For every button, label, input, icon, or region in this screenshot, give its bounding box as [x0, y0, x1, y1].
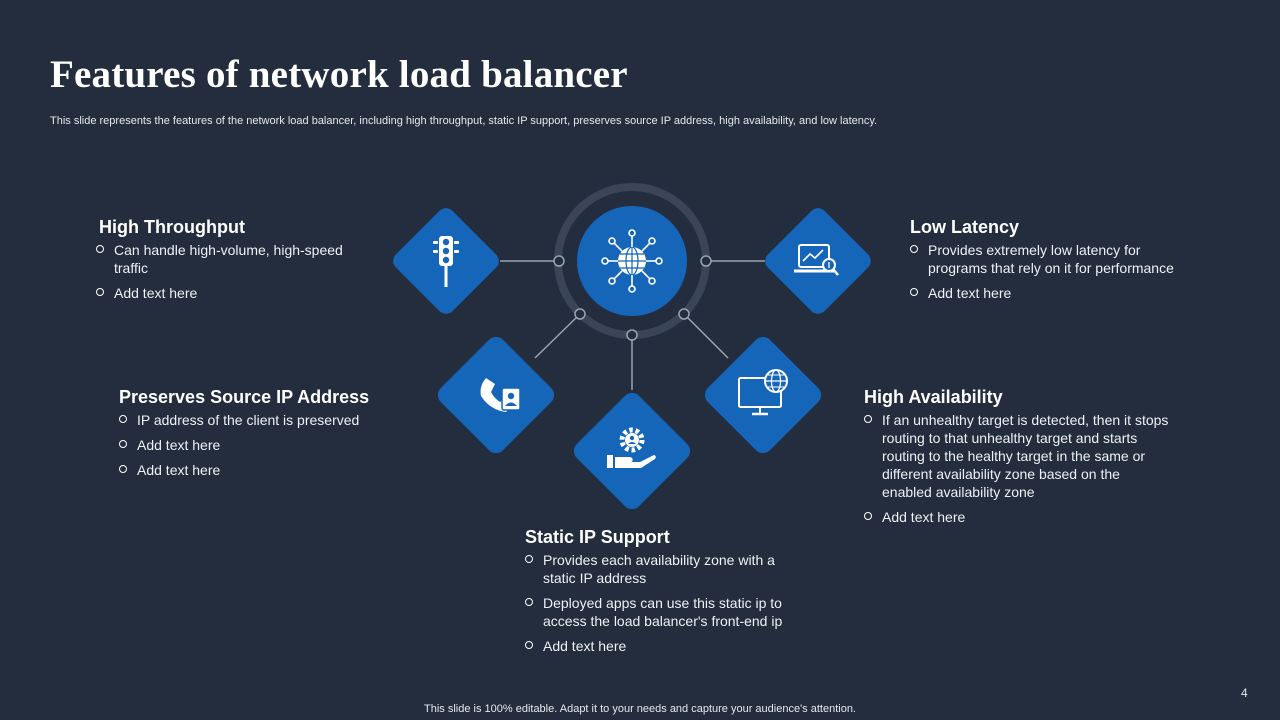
node-dot	[553, 255, 565, 267]
node-dot	[574, 308, 586, 320]
node-dot	[700, 255, 712, 267]
hand-gear-icon	[607, 427, 656, 468]
feature-point: IP address of the client is preserved	[119, 411, 409, 429]
feature-point-text: Add text here	[114, 285, 198, 301]
feature-point-text: IP address of the client is preserved	[137, 412, 360, 428]
bullet-icon	[864, 415, 872, 423]
bullet-icon	[910, 245, 918, 253]
feature-point: Can handle high-volume, high-speed traff…	[96, 241, 376, 277]
feature-point: Add text here	[119, 436, 409, 454]
feature-point: Add text here	[864, 508, 1174, 526]
connector-nodes	[553, 255, 712, 341]
feature-point: Provides extremely low latency for progr…	[910, 241, 1178, 277]
diamond-static-ip	[573, 392, 691, 510]
feature-preserves-ip: Preserves Source IP Address IP address o…	[119, 387, 409, 486]
laptop-chart-icon	[794, 244, 839, 276]
feature-point-text: Can handle high-volume, high-speed traff…	[114, 242, 343, 276]
slide-footer: This slide is 100% editable. Adapt it to…	[424, 703, 856, 715]
diamond-high-throughput	[393, 208, 499, 314]
feature-low-latency: Low Latency Provides extremely low laten…	[910, 217, 1180, 309]
feature-title: High Throughput	[99, 217, 245, 237]
bullet-icon	[119, 415, 127, 423]
feature-point: Add text here	[119, 461, 409, 479]
connectors	[500, 260, 765, 390]
bullet-icon	[525, 555, 533, 563]
connector-preserves-ip	[534, 313, 581, 359]
feature-points: Provides each availability zone with a s…	[525, 551, 815, 655]
diamond-preserves-ip	[437, 336, 555, 454]
feature-point: Add text here	[910, 284, 1180, 302]
feature-point: If an unhealthy target is detected, then…	[864, 411, 1172, 501]
feature-point-text: Provides extremely low latency for progr…	[928, 242, 1174, 276]
page-number: 4	[1241, 686, 1248, 700]
slide-subtitle: This slide represents the features of th…	[50, 115, 878, 127]
feature-point-text: Add text here	[137, 437, 221, 453]
bullet-icon	[910, 288, 918, 296]
globe-network-icon	[601, 229, 663, 293]
feature-high-availability: High Availability If an unhealthy target…	[864, 387, 1174, 533]
monitor-globe-icon	[738, 369, 788, 416]
feature-points: Provides extremely low latency for progr…	[910, 241, 1180, 302]
feature-point-text: Add text here	[137, 462, 221, 478]
feature-point-text: Provides each availability zone with a s…	[543, 552, 775, 586]
diamond-low-latency	[765, 208, 871, 314]
feature-points: If an unhealthy target is detected, then…	[864, 411, 1174, 526]
feature-point: Provides each availability zone with a s…	[525, 551, 795, 587]
traffic-light-icon	[433, 236, 459, 287]
connector-high-availability	[683, 313, 729, 359]
diamond-high-availability	[704, 336, 822, 454]
feature-title: Static IP Support	[525, 527, 670, 547]
feature-point: Add text here	[525, 637, 815, 655]
bullet-icon	[525, 598, 533, 606]
feature-high-throughput: High Throughput Can handle high-volume, …	[96, 217, 399, 309]
feature-points: Can handle high-volume, high-speed traff…	[96, 241, 399, 302]
bullet-icon	[96, 245, 104, 253]
phone-user-icon	[480, 378, 521, 412]
feature-point-text: Add text here	[543, 638, 627, 654]
feature-title: Preserves Source IP Address	[119, 387, 370, 407]
feature-point: Deployed apps can use this static ip to …	[525, 594, 811, 630]
feature-point: Add text here	[96, 284, 399, 302]
node-dot	[626, 329, 638, 341]
node-dot	[678, 308, 690, 320]
feature-points: IP address of the client is preserved Ad…	[119, 411, 409, 479]
feature-title: Low Latency	[910, 217, 1020, 237]
feature-static-ip: Static IP Support Provides each availabi…	[525, 527, 815, 662]
bullet-icon	[864, 512, 872, 520]
feature-point-text: Add text here	[882, 509, 966, 525]
feature-point-text: If an unhealthy target is detected, then…	[882, 412, 1169, 500]
bullet-icon	[119, 440, 127, 448]
feature-point-text: Deployed apps can use this static ip to …	[543, 595, 783, 629]
bullet-icon	[119, 465, 127, 473]
feature-point-text: Add text here	[928, 285, 1012, 301]
slide-title: Features of network load balancer	[50, 53, 628, 96]
bullet-icon	[525, 641, 533, 649]
feature-title: High Availability	[864, 387, 1003, 407]
bullet-icon	[96, 288, 104, 296]
